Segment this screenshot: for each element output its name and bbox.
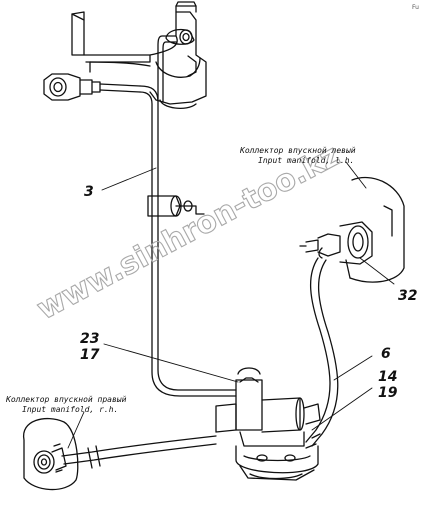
callout-32: 32 (398, 288, 417, 304)
label-lh-manifold-en: Input manifold, l.h. (258, 156, 354, 165)
hose-6 (305, 257, 339, 449)
leader-32 (359, 257, 395, 285)
upper-left-banjo-fitting (43, 73, 141, 101)
leader-3 (101, 167, 157, 191)
leader-lh-manifold (345, 161, 367, 189)
callout-23: 23 (80, 331, 99, 347)
leader-6 (333, 355, 373, 381)
leader-rh-manifold (67, 411, 85, 449)
callout-3: 3 (84, 184, 94, 200)
callout-14: 14 (378, 369, 397, 385)
top-engine-assembly (71, 1, 207, 110)
label-lh-manifold-ru: Коллектор впускной левый (239, 146, 356, 155)
manifold-lh (299, 176, 405, 283)
corner-mark: Fu (412, 4, 419, 11)
leader-14-19 (311, 387, 373, 431)
leader-lines (67, 161, 395, 449)
solenoid-valve (215, 367, 321, 481)
manifold-rh (23, 418, 79, 491)
callout-19: 19 (378, 385, 398, 401)
label-rh-manifold-ru: Коллектор впускной правый (5, 395, 127, 404)
lower-hose (61, 435, 217, 469)
callout-6: 6 (381, 346, 391, 362)
watermark-text: www.sinhron-too.kz (31, 138, 345, 327)
leader-23-17 (103, 343, 239, 383)
tube-3 (139, 35, 237, 397)
callout-17: 17 (80, 347, 100, 363)
label-rh-manifold-en: Input manifold, r.h. (22, 405, 118, 414)
tube-clamp (147, 195, 205, 217)
